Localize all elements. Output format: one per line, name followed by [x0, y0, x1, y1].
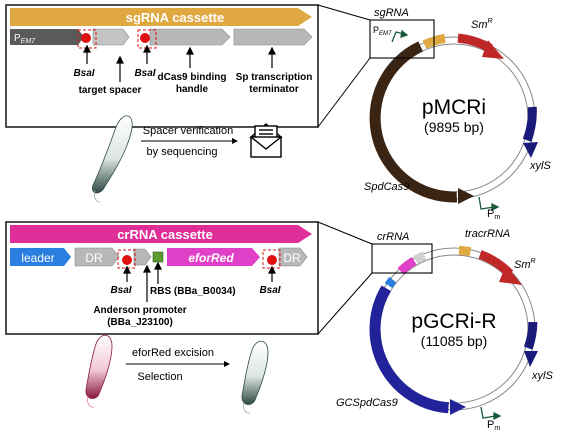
gray-cell-icon — [241, 340, 269, 405]
pmcri-xyls-label: xylS — [529, 160, 551, 172]
terminator-label-line2: terminator — [249, 84, 299, 95]
top-step-2: by sequencing — [147, 146, 218, 158]
pgcri-zoom-box — [371, 243, 433, 274]
dr-label-1: DR — [85, 251, 103, 265]
top-cassette-box: sgRNA cassette PEM7 BsaI BsaI target spa… — [5, 4, 319, 128]
bottom-cassette-box: crRNA cassette leader DR eforRed DR BsaI… — [5, 221, 319, 335]
pgcri-smr-arrowhead — [499, 265, 522, 285]
bottom-workflow: eforRed excision Selection — [85, 334, 269, 414]
sgrna-cassette-bar — [10, 8, 312, 26]
pmcri-sgrna-label: sgRNA — [374, 7, 409, 19]
top-step-1: Spacer verification — [143, 125, 234, 137]
pmcri-pem7-promoter — [391, 29, 409, 43]
pgcri-name: pGCRi-R — [411, 310, 496, 333]
target-spacer-part — [92, 28, 130, 46]
top-annotation-arrows — [83, 44, 276, 82]
pgcri-crrna-label: crRNA — [377, 231, 409, 243]
pgcri-xyls-arrowhead — [524, 351, 538, 367]
top-bsai-label-1: BsaI — [73, 68, 94, 79]
pmcri-cas9-segment — [369, 41, 457, 203]
crrna-bsai-label-2: BsaI — [259, 285, 280, 296]
pgcri-pm-promoter — [480, 406, 502, 421]
handle-label-line2: handle — [176, 84, 209, 95]
pgcri-size: (11085 bp) — [421, 333, 488, 349]
pgcri-xyls-segment — [523, 321, 538, 350]
top-zoom-connectors — [317, 4, 371, 128]
anderson-label-line2: (BBa_J23100) — [107, 317, 173, 328]
eforred-part — [167, 248, 260, 266]
spacer-part-gray — [133, 248, 152, 266]
pmcri-pm-label: Pm — [487, 208, 500, 221]
pem7-label: PEM7 — [14, 33, 36, 45]
dcas9-handle-part — [149, 28, 231, 46]
pgcri-tracr-segment — [458, 245, 472, 257]
pgcri-cas9-label: GCSpdCas9 — [336, 397, 398, 409]
pmcri-xyls-segment — [522, 106, 537, 142]
rbs-label: RBS (BBa_B0034) — [150, 286, 236, 297]
pgcri-smr-label: SmR — [514, 258, 536, 271]
handle-label-line1: dCas9 binding — [158, 72, 227, 83]
pmcri-zoom-box — [369, 19, 435, 59]
target-spacer-label: target spacer — [79, 85, 142, 96]
leader-label: leader — [21, 251, 54, 265]
terminator-part — [233, 28, 313, 46]
bottom-zoom-connectors — [317, 221, 373, 335]
pmcri-pm-promoter — [478, 196, 500, 212]
top-cell-icon — [92, 115, 133, 194]
crrna-bsai-box-1 — [117, 249, 136, 269]
pmcri-xyls-arrowhead — [523, 142, 538, 158]
plasmid-pmcri: sgRNA PEM7 SmR xylS SpdCas9 Pm pMCRi (98… — [364, 7, 551, 221]
crrna-bsai-label-1: BsaI — [110, 285, 131, 296]
pmcri-smr-arrowhead — [482, 40, 504, 59]
pgcri-xyls-label: xylS — [531, 370, 553, 382]
pgcri-cas9-arrowhead — [450, 399, 466, 415]
pgcri-dr-segment — [413, 251, 427, 264]
sgrna-cassette-title: sgRNA cassette — [126, 10, 225, 25]
pgcri-cas9-segment — [369, 285, 449, 414]
eforred-label: eforRed — [188, 251, 234, 265]
anderson-label-line1: Anderson promoter — [93, 305, 186, 316]
dr-label-2: DR — [283, 251, 301, 265]
crrna-bsai-site-2 — [267, 255, 277, 265]
crrna-cassette-title: crRNA cassette — [117, 227, 213, 242]
pmcri-sgrna-segment — [422, 33, 446, 49]
crrna-cassette-bar — [10, 225, 312, 243]
crrna-bsai-site-1 — [122, 255, 132, 265]
dr-part-2 — [278, 247, 308, 267]
bottom-annotation-arrows — [123, 261, 276, 302]
top-bsai-label-2: BsaI — [134, 68, 155, 79]
envelope-icon — [249, 123, 283, 158]
pgcri-tracr-label: tracrRNA — [465, 228, 510, 240]
red-cell-icon — [85, 334, 113, 399]
crrna-bsai-box-2 — [262, 249, 281, 269]
pmcri-name: pMCRi — [422, 96, 486, 119]
pgcri-eforred-segment — [397, 256, 417, 275]
pmcri-size: (9895 bp) — [424, 119, 484, 135]
pmcri-cas9-label: SpdCas9 — [364, 181, 409, 193]
pmcri-cas9-arrowhead — [458, 188, 474, 204]
pgcri-pm-label: Pm — [487, 419, 500, 432]
dr-part-1 — [74, 247, 120, 267]
pgcri-leader-segment — [384, 276, 397, 289]
bsai-site-1 — [81, 33, 91, 43]
rbs-part — [152, 251, 164, 263]
leader-part — [10, 248, 71, 266]
pmcri-smr-label: SmR — [471, 18, 493, 31]
plasmid-pgcri-r: crRNA tracrRNA SmR xylS GCSpdCas9 Pm pGC… — [336, 228, 553, 432]
pem7-promoter-part — [10, 29, 84, 45]
bottom-step-2: Selection — [137, 371, 182, 383]
bsai-site-2 — [140, 33, 150, 43]
terminator-label-line1: Sp transcription — [236, 72, 313, 83]
top-workflow: Spacer verification by sequencing — [92, 115, 283, 203]
bottom-step-1: eforRed excision — [132, 347, 214, 359]
pmcri-pem7-label: PEM7 — [373, 25, 392, 37]
